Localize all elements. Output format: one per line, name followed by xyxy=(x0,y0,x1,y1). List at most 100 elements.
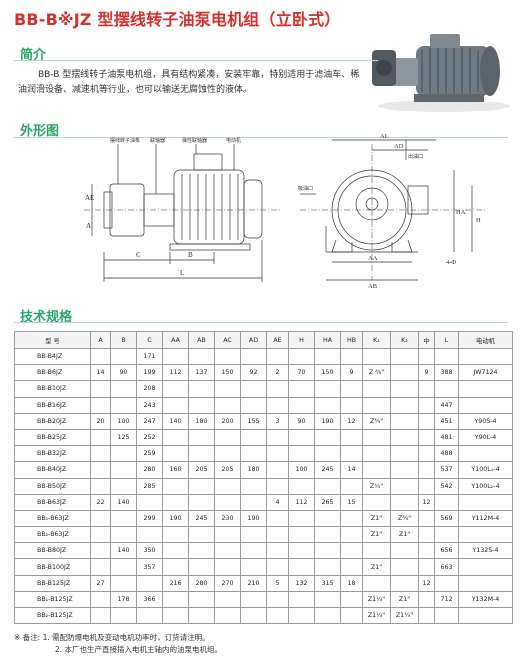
dim-ae: AE xyxy=(85,194,94,202)
table-cell xyxy=(240,590,267,609)
divider xyxy=(14,322,508,323)
table-cell xyxy=(418,445,435,463)
table-cell: Z1¼" xyxy=(390,606,419,625)
col-header: B xyxy=(110,331,137,349)
table-cell xyxy=(240,428,267,447)
table-cell: 190 xyxy=(240,509,267,528)
table-cell: 137 xyxy=(188,364,215,382)
table-cell: 190 xyxy=(162,509,189,528)
table-cell xyxy=(288,606,315,625)
page-title: BB-B※JZ 型摆线转子油泵电机组（立卧式） xyxy=(14,10,341,29)
table-cell xyxy=(418,347,435,366)
table-cell xyxy=(214,428,241,447)
table-cell: 14 xyxy=(340,461,363,479)
table-cell: Y132S-4 xyxy=(458,542,513,560)
table-cell: 280 xyxy=(188,574,215,592)
table-cell xyxy=(240,558,267,576)
section-title-outline: 外形图 xyxy=(20,124,60,139)
table-cell xyxy=(90,477,111,495)
table-cell: 315 xyxy=(314,574,341,592)
table-cell: 12 xyxy=(340,412,363,430)
table-cell: 247 xyxy=(136,412,163,430)
table-cell xyxy=(214,396,241,414)
table-cell xyxy=(390,380,419,398)
table-cell: 22 xyxy=(90,493,111,511)
table-cell xyxy=(214,347,241,366)
table-cell: 569 xyxy=(434,509,459,528)
intro-text: BB-B 型摆线转子油泵电机组，具有结构紧凑，安装牢靠，特别适用于滤油车、稀油润… xyxy=(18,70,360,95)
table-cell xyxy=(90,526,111,544)
table-cell xyxy=(418,606,435,625)
model-cell: BB-B40JZ xyxy=(14,461,91,479)
col-header: HB xyxy=(340,331,363,349)
table-cell: 280 xyxy=(136,461,163,479)
table-cell xyxy=(288,347,315,366)
table-cell xyxy=(340,606,363,625)
table-cell xyxy=(136,574,163,592)
col-header: 型 号 xyxy=(14,331,91,349)
table-cell: 270 xyxy=(214,574,241,592)
table-cell: 488 xyxy=(434,445,459,463)
col-header: A xyxy=(90,331,111,349)
table-cell xyxy=(314,347,341,366)
table-cell: 112 xyxy=(162,364,189,382)
table-cell xyxy=(136,493,163,511)
dim-a: A xyxy=(86,222,91,230)
table-cell xyxy=(340,396,363,414)
section-title-intro: 简介 xyxy=(20,48,47,63)
table-cell: 712 xyxy=(434,590,459,609)
table-cell xyxy=(90,461,111,479)
table-cell: Z1" xyxy=(362,509,391,528)
table-cell: Y112M-4 xyxy=(458,509,513,528)
table-cell xyxy=(162,542,189,560)
table-cell xyxy=(188,590,215,609)
table-cell xyxy=(90,347,111,366)
table-cell xyxy=(458,558,513,576)
table-cell: 180 xyxy=(240,461,267,479)
table-cell: 205 xyxy=(188,461,215,479)
table-cell: 100 xyxy=(110,412,137,430)
dim-k: 4-Φ xyxy=(446,259,456,266)
table-cell xyxy=(266,606,289,625)
col-header: H xyxy=(288,331,315,349)
table-cell: 150 xyxy=(214,364,241,382)
table-cell xyxy=(214,606,241,625)
table-cell: Z¾" xyxy=(390,509,419,528)
table-cell: 9 xyxy=(418,364,435,382)
table-cell xyxy=(390,347,419,366)
table-cell xyxy=(340,558,363,576)
table-cell xyxy=(162,477,189,495)
table-cell xyxy=(110,396,137,414)
table-cell xyxy=(418,590,435,609)
table-cell: 357 xyxy=(136,558,163,576)
table-cell: 299 xyxy=(136,509,163,528)
table-cell xyxy=(266,380,289,398)
table-cell: 171 xyxy=(136,347,163,366)
table-cell: 160 xyxy=(162,461,189,479)
divider xyxy=(14,137,508,138)
table-cell xyxy=(340,477,363,495)
table-cell xyxy=(362,445,391,463)
table-cell xyxy=(390,493,419,511)
table-cell xyxy=(110,509,137,528)
table-cell xyxy=(340,380,363,398)
table-cell: JW7124 xyxy=(458,364,513,382)
table-cell xyxy=(390,542,419,560)
table-cell: 90 xyxy=(110,364,137,382)
table-cell xyxy=(418,428,435,447)
table-cell xyxy=(266,509,289,528)
table-cell xyxy=(434,347,459,366)
table-cell xyxy=(434,606,459,625)
table-cell xyxy=(340,445,363,463)
table-cell xyxy=(362,574,391,592)
table-cell: 140 xyxy=(110,542,137,560)
table-cell xyxy=(314,509,341,528)
table-cell xyxy=(162,396,189,414)
dim-aa: AA xyxy=(368,255,378,262)
table-cell xyxy=(288,477,315,495)
